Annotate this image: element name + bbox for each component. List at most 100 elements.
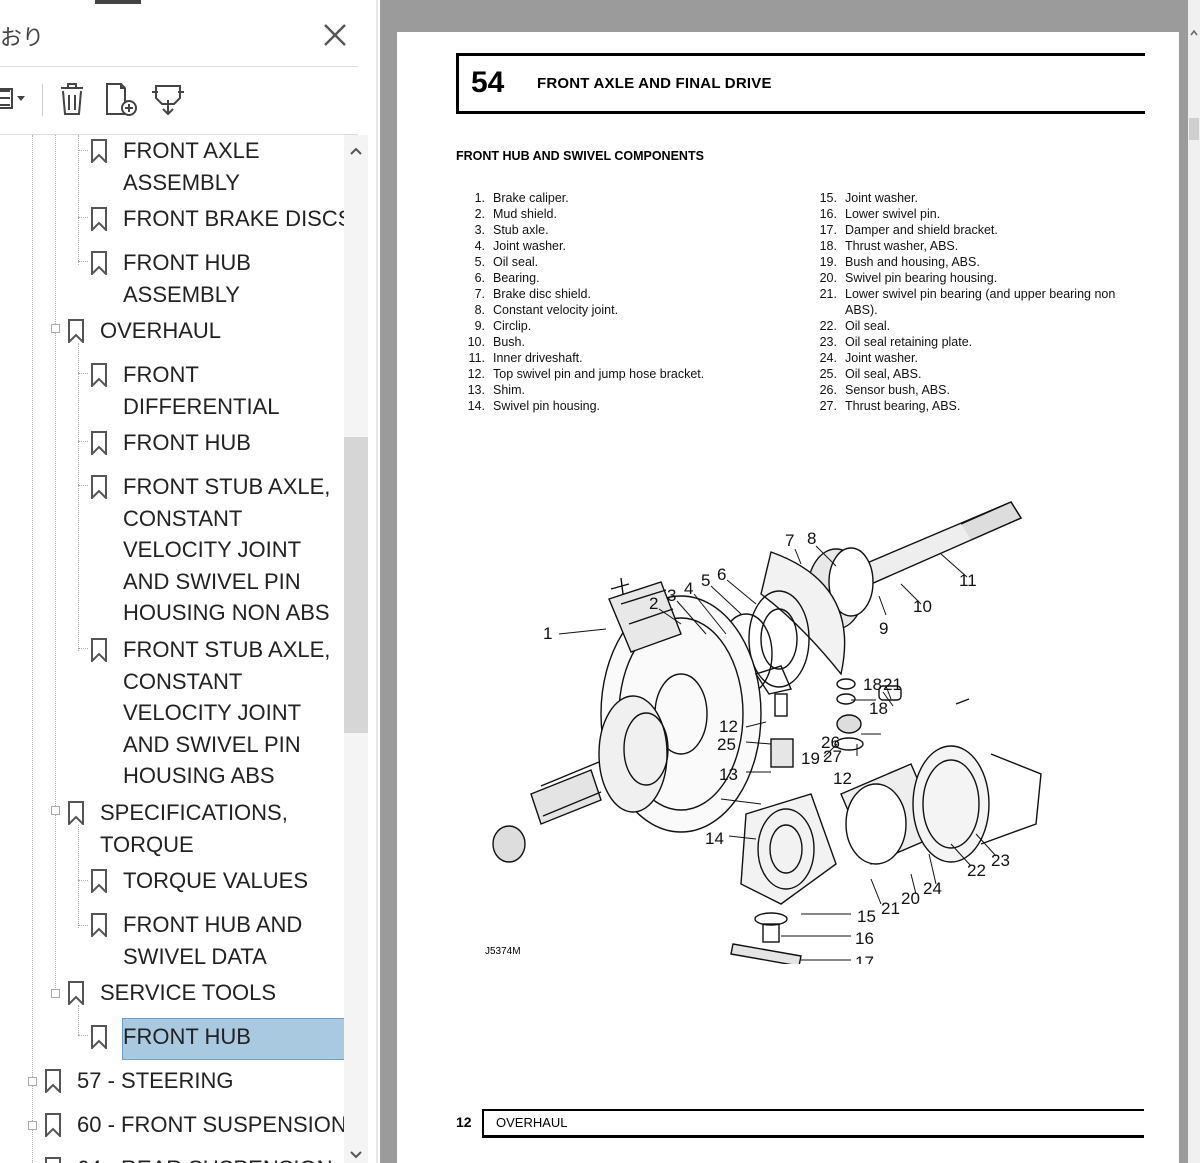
bookmark-icon (91, 869, 107, 893)
bookmark-front-differential[interactable]: FRONT DIFFERENTIAL (90, 359, 340, 422)
expand-bookmark-icon[interactable] (150, 78, 188, 118)
toolbar-separator (42, 84, 43, 116)
document-scrollbar[interactable] (1188, 0, 1200, 1163)
part-name: Bush and housing, ABS. (845, 255, 980, 269)
part-number: 12. (467, 367, 485, 381)
bookmark-service-tools[interactable]: SERVICE TOOLS (67, 977, 337, 1009)
chevron-down-icon[interactable] (350, 1151, 362, 1159)
part-name: Joint washer. (493, 239, 566, 253)
bookmark-icon (45, 1113, 61, 1137)
bookmark-icon (68, 981, 84, 1005)
part-item: 15. Joint washer. (813, 190, 1153, 206)
part-name: Stub axle. (493, 223, 549, 237)
diagram-callout: 22 (967, 861, 986, 880)
scrollbar-thumb[interactable] (344, 437, 368, 733)
part-number: 13. (467, 383, 485, 397)
diagram-callout: 23 (991, 851, 1010, 870)
part-name: Thrust washer, ABS. (845, 239, 959, 253)
bookmark-stub-axle-non-abs[interactable]: FRONT STUB AXLE, CONSTANT VELOCITY JOINT… (90, 471, 340, 629)
expand-toggle[interactable] (28, 1121, 37, 1130)
tree-guide (78, 373, 88, 374)
bookmark-60-front-suspension[interactable]: 60 - FRONT SUSPENSION (44, 1109, 346, 1141)
bookmark-label: FRONT HUB (123, 430, 251, 455)
parts-list-right: 15.Joint washer.16.Lower swivel pin.17.D… (813, 190, 1153, 414)
part-number: 25. (819, 367, 837, 381)
part-item: 26.Sensor bush, ABS. (813, 382, 1153, 398)
chapter-number: 54 (471, 66, 505, 99)
part-number: 20. (819, 271, 837, 285)
part-name: Joint washer. (845, 191, 918, 205)
bookmark-torque-values[interactable]: TORQUE VALUES (90, 865, 340, 897)
diagram-callout: 21 (881, 899, 900, 918)
bookmark-icon (91, 1025, 107, 1049)
part-number: 21. (819, 287, 837, 301)
collapse-toggle[interactable] (51, 989, 60, 998)
tree-guide (78, 648, 88, 649)
diagram-callout: 19 (801, 749, 820, 768)
page-footer: 12 OVERHAUL (456, 1109, 1144, 1138)
part-number: 3. (474, 223, 485, 237)
part-number: 15. (819, 191, 837, 205)
bookmark-toolbar (0, 72, 358, 132)
diagram-callout: 3 (667, 586, 676, 605)
chapter-header: 54 FRONT AXLE AND FINAL DRIVE (456, 53, 1145, 114)
part-name: Mud shield. (493, 207, 557, 221)
expand-toggle[interactable] (28, 1077, 37, 1086)
delete-icon[interactable] (55, 78, 89, 118)
part-item: 5.Oil seal. (461, 254, 791, 270)
bookmark-57-steering[interactable]: 57 - STEERING (44, 1065, 340, 1097)
close-icon[interactable] (322, 22, 348, 48)
diagram-callout: 11 (959, 571, 977, 590)
bookmark-specifications-torque[interactable]: SPECIFICATIONS, TORQUE (67, 797, 337, 860)
part-number: 22. (819, 319, 837, 333)
diagram-callout: 20 (901, 889, 920, 908)
part-name: Constant velocity joint. (493, 303, 619, 317)
bookmark-front-hub[interactable]: FRONT HUB (90, 427, 340, 459)
bookmark-64-rear-suspension[interactable]: 64 - REAR SUSPENSION (44, 1153, 340, 1163)
bookmark-hub-swivel-data[interactable]: FRONT HUB AND SWIVEL DATA (90, 909, 340, 972)
part-number: 18. (819, 239, 837, 253)
bookmark-stub-axle-abs[interactable]: FRONT STUB AXLE, CONSTANT VELOCITY JOINT… (90, 634, 340, 792)
scrollbar-thumb[interactable] (1189, 118, 1199, 140)
part-name: Oil seal. (845, 319, 891, 333)
bookmark-overhaul[interactable]: OVERHAUL (67, 315, 337, 347)
part-name: Sensor bush, ABS. (845, 383, 950, 397)
bookmarks-panel: おり (0, 0, 378, 1163)
part-item: 2. Mud shield. (461, 206, 791, 222)
tree-guide (32, 135, 33, 1163)
part-number: 17. (819, 223, 837, 237)
chevron-up-icon[interactable] (1190, 30, 1198, 36)
bookmark-icon (68, 319, 84, 343)
tree-guide (78, 135, 79, 265)
diagram-callout: 10 (913, 597, 932, 616)
bookmark-front-hub-assembly[interactable]: FRONT HUB ASSEMBLY (90, 247, 340, 310)
collapse-toggle[interactable] (51, 324, 60, 333)
chevron-up-icon[interactable] (350, 147, 362, 155)
selected-highlight (122, 1018, 345, 1060)
part-number: 16. (819, 207, 837, 221)
tree-guide (78, 1035, 88, 1036)
bookmark-front-brake-discs[interactable]: FRONT BRAKE DISCS (90, 203, 346, 235)
bookmark-front-hub-selected[interactable]: FRONT HUB (90, 1021, 340, 1053)
tree-guide (78, 485, 88, 486)
diagram-callout: 15 (857, 907, 876, 926)
options-menu-icon[interactable] (0, 78, 30, 118)
part-name: Brake caliper. (493, 191, 569, 205)
diagram-callout: 5 (701, 571, 710, 590)
part-number: 23. (819, 335, 837, 349)
part-number: 2. (474, 207, 485, 221)
panel-divider[interactable] (376, 0, 378, 1163)
collapse-toggle[interactable] (51, 806, 60, 815)
part-name: Damper and shield bracket. (845, 223, 998, 237)
part-item: 24.Joint washer. (813, 350, 1153, 366)
bookmark-scrollbar[interactable] (344, 135, 368, 1163)
bookmark-front-axle-assembly[interactable]: FRONT AXLE ASSEMBLY (90, 135, 340, 198)
bookmark-icon (91, 207, 107, 231)
part-number: 9. (474, 319, 485, 333)
tree-guide (78, 217, 88, 218)
diagram-callout: 18 (863, 675, 882, 694)
part-item: 13.Shim. (461, 382, 791, 398)
part-number: 8. (474, 303, 485, 317)
add-bookmark-icon[interactable] (103, 78, 141, 118)
document-page: 54 FRONT AXLE AND FINAL DRIVE FRONT HUB … (397, 32, 1179, 1163)
